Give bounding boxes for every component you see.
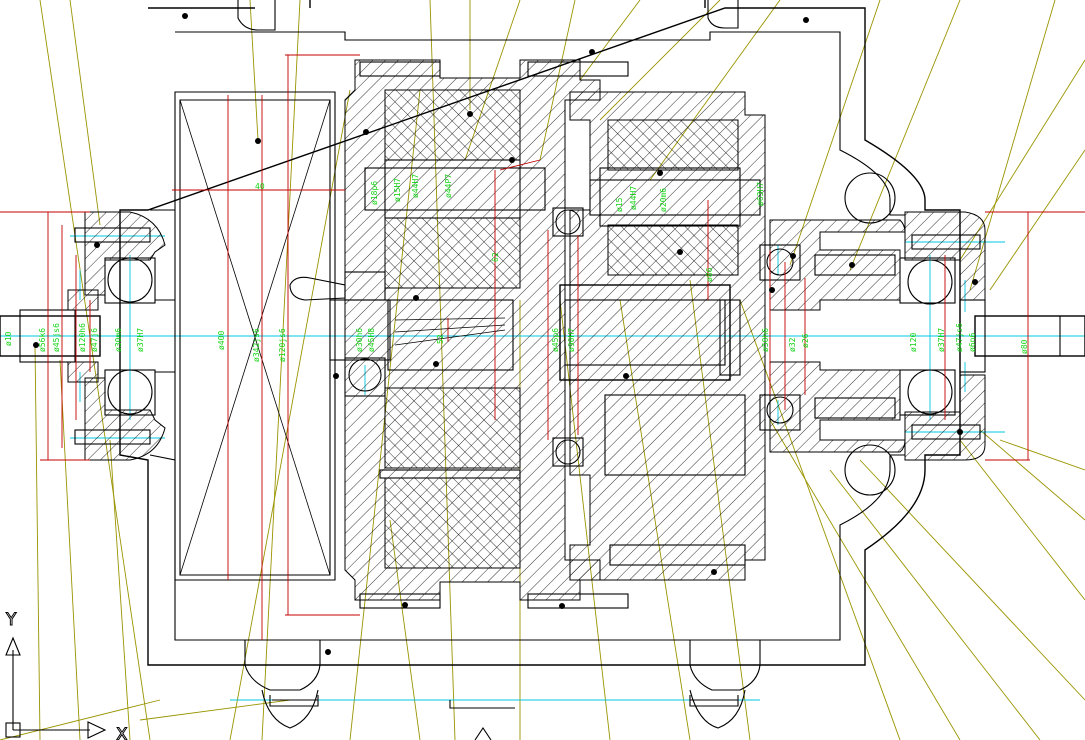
dim-label: ø15 bbox=[615, 197, 624, 212]
dim-label: ø120h6 bbox=[78, 323, 87, 352]
dim-label: ø37H7 bbox=[136, 328, 145, 352]
dim-label: ø400 bbox=[217, 331, 226, 350]
housing bbox=[119, 0, 961, 729]
dimension-lines bbox=[0, 54, 1085, 640]
dim-label: 62 bbox=[491, 252, 500, 262]
dim-label: ø45H8 bbox=[367, 328, 376, 352]
dim-label: ø56k6 bbox=[38, 328, 47, 352]
dim-label: ø50h6 bbox=[761, 328, 770, 352]
dim-label: ø30h6 bbox=[355, 328, 364, 352]
dim-label: ø90H7 bbox=[567, 328, 576, 352]
dim-label: ø44H7 bbox=[629, 186, 638, 210]
axis-y-label: Y bbox=[5, 610, 17, 630]
dim-label: 40 bbox=[255, 182, 265, 191]
dimension-labels: ø10 ø56k6 ø45js6 ø120h6 ø47j6 ø30m6 ø37H… bbox=[4, 174, 1029, 362]
dim-label: ø6n6 bbox=[968, 333, 977, 352]
dim-label: ø18p6 bbox=[370, 181, 379, 205]
leader-dots bbox=[33, 13, 978, 655]
dim-label: ø45js6 bbox=[52, 323, 61, 352]
stage-2-gears bbox=[552, 91, 766, 581]
ucs-axis-icon: Y X bbox=[5, 610, 515, 740]
dim-label: ø37H7 bbox=[937, 328, 946, 352]
left-end-cap bbox=[0, 211, 175, 461]
dim-label: ø342js6 bbox=[252, 328, 261, 362]
dim-label: ø44P7 bbox=[444, 174, 453, 198]
dim-label: ø120js6 bbox=[278, 328, 287, 362]
dim-label: 52 bbox=[436, 334, 445, 344]
dim-label: ø26 bbox=[801, 333, 810, 348]
dim-label: ø63H7 bbox=[756, 182, 765, 206]
dim-label: ø47js6 bbox=[955, 323, 964, 352]
dim-label: ø120 bbox=[909, 333, 918, 352]
dim-label: ø10 bbox=[4, 331, 13, 346]
dim-label: ø32 bbox=[788, 337, 797, 352]
dim-label: ø44H7 bbox=[411, 174, 420, 198]
axis-x-label: X bbox=[116, 725, 128, 740]
dim-label: ø80 bbox=[1020, 339, 1029, 354]
dim-label: ø47j6 bbox=[90, 328, 99, 352]
dim-label: ø45p6 bbox=[551, 328, 560, 352]
dim-label: ø86 bbox=[705, 267, 714, 282]
dim-label: ø15H7 bbox=[393, 178, 402, 202]
dim-label: ø30m6 bbox=[114, 328, 123, 352]
dim-label: ø20m6 bbox=[659, 188, 668, 212]
stage-1-gears bbox=[289, 59, 629, 609]
